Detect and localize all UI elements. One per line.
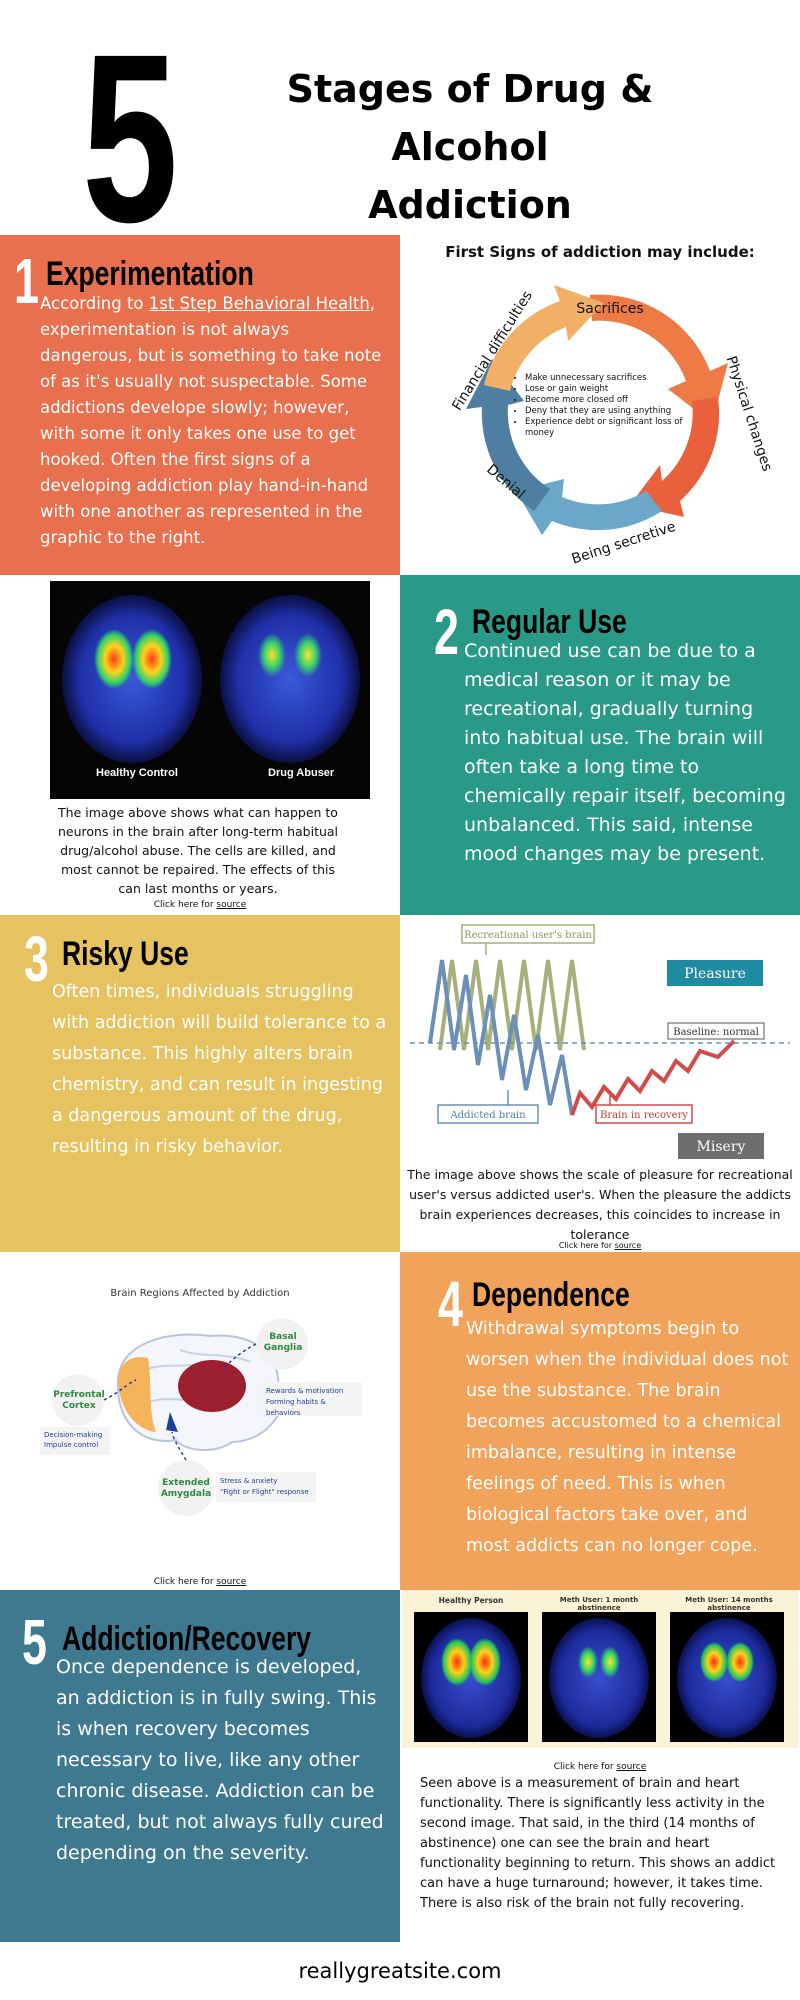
prefrontal-label: Prefrontal Cortex xyxy=(53,1390,105,1411)
region-item: Rewards & motivation xyxy=(266,1387,344,1395)
source-prefix: Click here for xyxy=(153,1577,217,1587)
region-item: Stress & anxiety xyxy=(220,1477,278,1485)
brain-regions-panel: Brain Regions Affected by Addiction Pref… xyxy=(0,1252,400,1590)
scan-2-source: Click here for source xyxy=(400,1762,800,1772)
cycle-segment-physical xyxy=(630,397,720,517)
stage-2-number: 2 xyxy=(434,596,459,668)
stage-3-title: Risky Use xyxy=(62,935,189,973)
misery-label: Misery xyxy=(697,1139,746,1155)
signs-cycle-panel: First Signs of addiction may include: Sa… xyxy=(400,235,800,575)
brain-regions-source: Click here for source xyxy=(0,1577,400,1587)
cycle-bullet: Become more closed off xyxy=(525,395,693,406)
scan-1-source-link[interactable]: source xyxy=(216,900,247,910)
scan-1-panel: Healthy Control Drug Abuser The image ab… xyxy=(0,575,400,915)
stage-4-text: Withdrawal symptoms begin to worsen when… xyxy=(466,1319,789,1556)
stage-5-title: Addiction/Recovery xyxy=(62,1620,312,1658)
brain-scan-image: Healthy Control Drug Abuser xyxy=(50,581,370,799)
brain-scan-graphic xyxy=(62,595,360,763)
meth-label-healthy: Healthy Person xyxy=(438,1596,504,1605)
cycle-heading: First Signs of addiction may include: xyxy=(445,243,755,261)
cycle-segment-sacrifices xyxy=(590,294,728,423)
meth-label-14-months: Meth User: 14 months abstinence xyxy=(685,1596,773,1612)
header: 5 Stages of Drug & Alcohol Addiction xyxy=(0,0,800,272)
brain-regions-heading: Brain Regions Affected by Addiction xyxy=(110,1288,290,1299)
stage-4-title: Dependence xyxy=(472,1276,630,1314)
cycle-segment-denial xyxy=(466,359,550,511)
stage-2-panel: 2 Regular Use Continued use can be due t… xyxy=(400,575,800,915)
pleasure-source: Click here for source xyxy=(400,1241,800,1250)
stage-5-panel: 5 Addiction/Recovery Once dependence is … xyxy=(0,1590,400,1942)
scan-1-source: Click here for source xyxy=(0,900,400,910)
region-item: Decision-making xyxy=(44,1431,103,1439)
brain-regions-diagram xyxy=(40,1318,362,1516)
stage-3-number: 3 xyxy=(24,923,49,995)
region-item: Forming habits & behaviors xyxy=(266,1398,326,1417)
scan-2-caption: Seen above is a measurement of brain and… xyxy=(420,1776,776,1911)
stage-1-number: 1 xyxy=(14,245,39,317)
cycle-bullet: Lose or gain weight xyxy=(525,384,693,395)
stage-1-text-pre: According to xyxy=(40,294,149,313)
cycle-label-sacrifices: Sacrifices xyxy=(576,301,643,317)
stage-5-number: 5 xyxy=(22,1606,47,1678)
stage-3-panel: 3 Risky Use Often times, individuals str… xyxy=(0,915,400,1252)
addicted-label: Addicted brain xyxy=(449,1110,526,1121)
title-line-1: Stages of Drug & Alcohol xyxy=(286,67,654,169)
meth-scan-image: Healthy Person Meth User: 1 month abstin… xyxy=(402,1590,798,1748)
stage-1-text: According to 1st Step Behavioral Health,… xyxy=(40,291,385,551)
prefrontal-items: Decision-making Impulse control xyxy=(44,1430,114,1450)
amygdala-label: Extended Amygdala xyxy=(160,1478,212,1499)
recovery-label: Brain in recovery xyxy=(600,1110,688,1121)
scan-2-source-link[interactable]: source xyxy=(616,1762,647,1772)
cycle-label-physical: Physical changes xyxy=(723,354,775,473)
cycle-bullet: Deny that they are using anything xyxy=(525,406,693,417)
pleasure-graphic: Recreational user's brain Pleasure Basel… xyxy=(410,924,790,1159)
stage-4-number: 4 xyxy=(438,1268,463,1340)
title-line-2: Addiction xyxy=(368,183,572,227)
stage-2-title: Regular Use xyxy=(472,603,627,641)
pleasure-source-link[interactable]: source xyxy=(614,1241,642,1250)
basal-items: Rewards & motivation Forming habits & be… xyxy=(266,1386,362,1419)
stage-1-panel: 1 Experimentation According to 1st Step … xyxy=(0,235,400,575)
cycle-bullets: Make unnecessary sacrifices Lose or gain… xyxy=(513,373,693,439)
cycle-segment-financial xyxy=(484,285,604,391)
scan-label-healthy: Healthy Control xyxy=(96,767,178,779)
stage-5-text: Once dependence is developed, an addicti… xyxy=(56,1656,384,1864)
stage-3-text: Often times, individuals struggling with… xyxy=(52,982,387,1157)
cycle-segment-secretive xyxy=(516,479,662,535)
stage-2-text: Continued use can be due to a medical re… xyxy=(464,640,786,865)
recreational-label: Recreational user's brain xyxy=(464,930,592,941)
scan-2-panel: Healthy Person Meth User: 1 month abstin… xyxy=(400,1590,800,1942)
stage-1-title: Experimentation xyxy=(46,255,254,293)
region-item: "Fight or Flight" response xyxy=(220,1488,309,1496)
scan-label-abuser: Drug Abuser xyxy=(268,767,335,779)
footer-site[interactable]: reallygreatsite.com xyxy=(298,1959,502,1983)
amygdala-items: Stress & anxiety "Fight or Flight" respo… xyxy=(220,1476,316,1498)
baseline-label: Baseline: normal xyxy=(673,1027,759,1038)
stage-1-text-post: , experimentation is not always dangerou… xyxy=(40,294,382,547)
cycle-bullet: Experience debt or significant loss of m… xyxy=(525,417,693,439)
stage-4-panel: 4 Dependence Withdrawal symptoms begin t… xyxy=(400,1252,800,1590)
basal-label: Basal Ganglia xyxy=(263,1332,303,1353)
scan-1-caption: The image above shows what can happen to… xyxy=(57,805,339,896)
signs-cycle-diagram: Sacrifices Physical changes Being secret… xyxy=(449,285,775,568)
region-item: Impulse control xyxy=(44,1441,99,1449)
source-prefix: Click here for xyxy=(553,1762,617,1772)
source-prefix: Click here for xyxy=(153,900,217,910)
pleasure-caption: The image above shows the scale of pleas… xyxy=(407,1167,793,1242)
source-prefix: Click here for xyxy=(558,1241,615,1250)
page-title: Stages of Drug & Alcohol Addiction xyxy=(210,60,730,234)
behavioral-health-link[interactable]: 1st Step Behavioral Health xyxy=(148,294,370,313)
pleasure-panel: Recreational user's brain Pleasure Basel… xyxy=(400,915,800,1252)
pleasure-label: Pleasure xyxy=(684,966,746,982)
meth-label-1-month: Meth User: 1 month abstinence xyxy=(559,1596,639,1612)
meth-scan-graphic xyxy=(414,1612,784,1742)
cycle-bullet: Make unnecessary sacrifices xyxy=(525,373,693,384)
header-number: 5 xyxy=(82,4,178,272)
brain-regions-source-link[interactable]: source xyxy=(216,1577,247,1587)
